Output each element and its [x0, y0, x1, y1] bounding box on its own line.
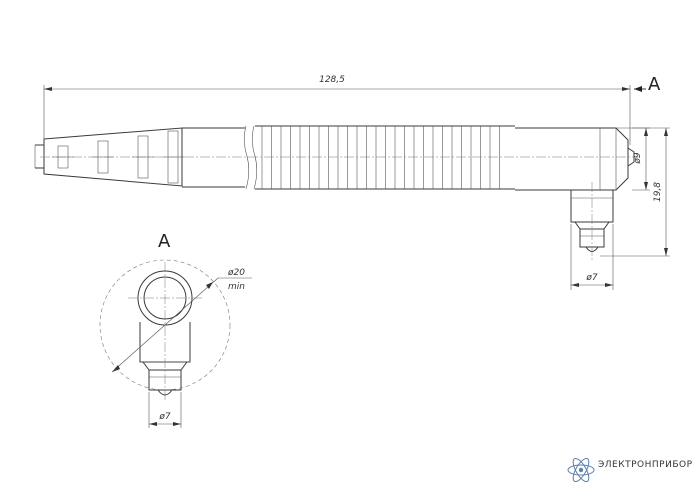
- view-a: A ø20 min ø7: [99, 231, 252, 428]
- view-a-title: A: [158, 231, 171, 252]
- ribbed-grip: [255, 125, 515, 190]
- foot-diameter-label: ø7: [585, 273, 598, 283]
- circle-diameter-label: ø20: [227, 268, 245, 278]
- tip-diameter-label: ø9: [633, 152, 643, 165]
- dimension-foot-diameter: ø7: [570, 224, 614, 290]
- brand-logo: [567, 457, 595, 483]
- circle-qualifier-label: min: [228, 282, 245, 292]
- overall-length-label: 128,5: [319, 75, 345, 85]
- probe-side-view: [34, 125, 640, 262]
- handle-section: [182, 125, 258, 190]
- dimension-tip-diameter: ø9: [632, 127, 650, 191]
- view-arrow-a: A: [634, 74, 661, 95]
- cable: [34, 144, 44, 169]
- atom-icon: [567, 457, 595, 483]
- dimension-circle-diameter: ø20 min: [111, 268, 252, 373]
- dimension-height: 19,8: [600, 127, 670, 257]
- dimension-view-foot-diameter: ø7: [148, 392, 182, 428]
- view-foot-diameter-label: ø7: [158, 412, 171, 422]
- height-label: 19,8: [653, 182, 663, 202]
- brand-name: ЭЛЕКТРОНПРИБОР: [598, 460, 693, 470]
- dimension-overall-length: 128,5: [43, 75, 631, 145]
- probe-head: [515, 127, 635, 191]
- view-arrow-label: A: [648, 74, 661, 95]
